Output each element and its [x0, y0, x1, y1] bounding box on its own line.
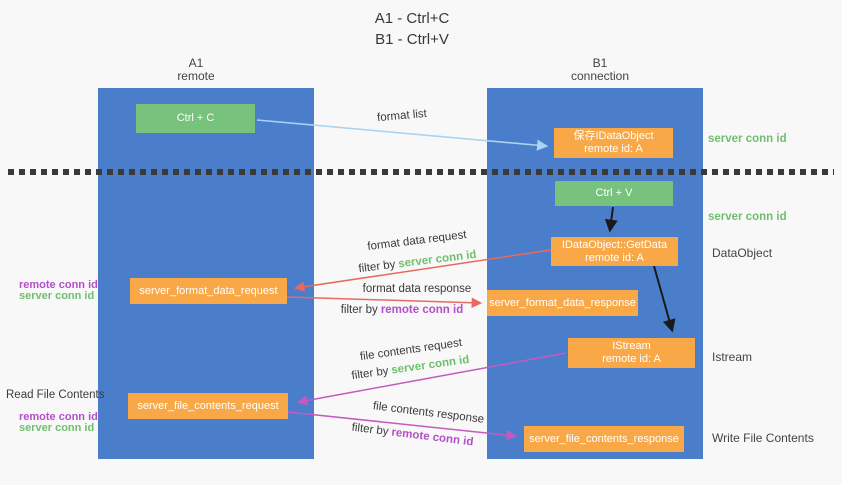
read-file-contents-label: Read File Contents	[6, 389, 105, 401]
istream-box: IStream remote id: A	[568, 338, 695, 368]
arrow-format-data-response	[286, 296, 483, 308]
istream-line1: IStream	[612, 340, 651, 352]
server-format-data-request-box: server_format_data_request	[130, 278, 287, 304]
format-data-response-label: format data response	[362, 283, 472, 295]
getdata-line2: remote id: A	[585, 251, 644, 264]
server-conn-id-side-label-mid: server conn id	[708, 211, 787, 223]
save-idataobject-box: 保存IDataObject remote id: A	[554, 128, 673, 158]
lane-a1-role: remote	[177, 69, 215, 83]
lane-b1-name: B1	[592, 56, 608, 70]
remote-conn-id-left-2: remote conn id	[19, 411, 98, 423]
getdata-line1: IDataObject::GetData	[561, 238, 668, 251]
server-conn-id-text: server conn id	[397, 248, 478, 271]
lane-header-a1: A1 remote	[136, 57, 256, 83]
lane-b1-role: connection	[570, 69, 630, 83]
server-file-contents-response-box: server_file_contents_response	[524, 426, 684, 452]
diagram-title: A1 - Ctrl+C B1 - Ctrl+V	[297, 8, 527, 50]
server-format-data-request-label: server_format_data_request	[139, 284, 278, 297]
file-contents-response-label: file contents response	[372, 400, 485, 426]
remote-conn-id-text: remote conn id	[380, 304, 464, 316]
server-file-contents-request-label: server_file_contents_request	[137, 399, 279, 412]
filter-by-text: filter by	[350, 365, 390, 383]
format-list-label: format list	[376, 107, 428, 125]
title-line-1: A1 - Ctrl+C	[374, 10, 450, 27]
title-line-2: B1 - Ctrl+V	[375, 31, 449, 48]
istream-line2: remote id: A	[602, 353, 661, 365]
server-format-data-response-box: server_format_data_response	[487, 290, 638, 316]
conn-id-pair-file: remote conn id server conn id	[19, 412, 98, 434]
server-format-data-response-label: server_format_data_response	[489, 296, 636, 309]
write-file-contents-label: Write File Contents	[712, 431, 814, 445]
idataobject-getdata-box: IDataObject::GetData remote id: A	[551, 237, 678, 266]
server-conn-id-side-label-top: server conn id	[708, 133, 787, 145]
filter-by-text: filter by	[357, 258, 397, 276]
save-idataobject-line1: 保存IDataObject	[573, 130, 654, 142]
ctrl-c-box: Ctrl + C	[136, 104, 255, 133]
remote-conn-id-left-1: remote conn id	[19, 279, 98, 291]
filter-by-text: filter by	[350, 421, 390, 439]
conn-id-pair-format: remote conn id server conn id	[19, 280, 98, 302]
istream-side-label: Istream	[712, 350, 753, 364]
save-idataobject-line2: remote id: A	[584, 143, 643, 155]
dataobject-side-label: DataObject	[712, 246, 773, 260]
server-conn-id-left-2: server conn id	[19, 422, 95, 434]
remote-conn-id-text: remote conn id	[390, 426, 475, 449]
server-file-contents-response-label: server_file_contents_response	[529, 432, 679, 445]
ctrl-v-label: Ctrl + V	[595, 187, 633, 199]
lane-header-b1: B1 connection	[540, 57, 660, 83]
server-file-contents-request-box: server_file_contents_request	[128, 393, 288, 419]
server-conn-id-left-1: server conn id	[19, 290, 95, 302]
lane-a1-name: A1	[188, 56, 204, 70]
filter-by-text: filter by	[340, 304, 378, 316]
copy-paste-divider	[8, 169, 834, 175]
ctrl-c-label: Ctrl + C	[176, 112, 215, 124]
ctrl-v-box: Ctrl + V	[555, 181, 673, 206]
